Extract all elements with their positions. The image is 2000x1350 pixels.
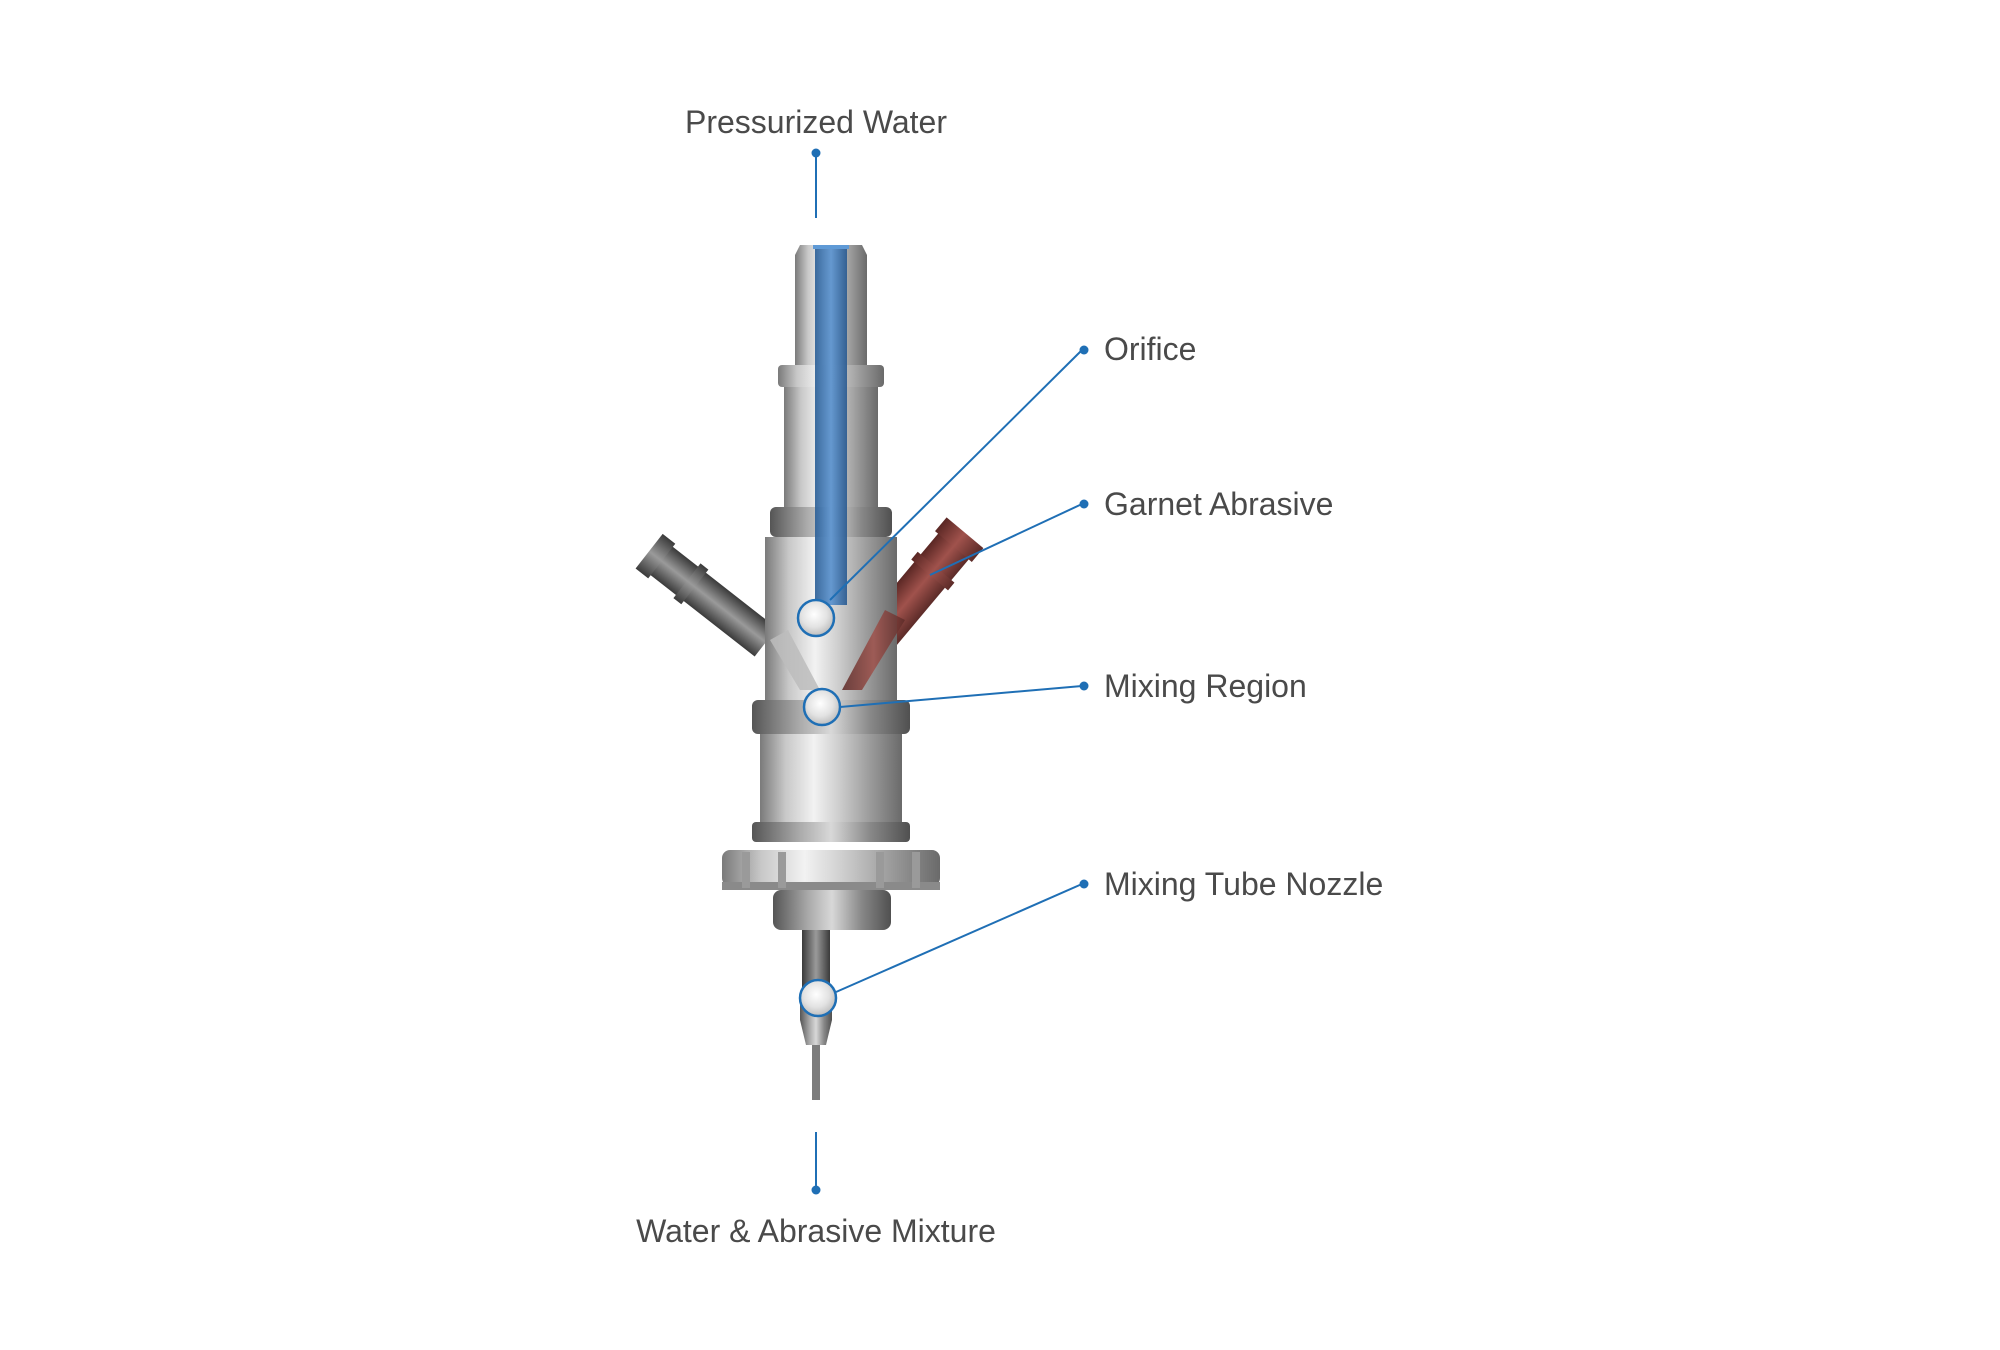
- collar-nut: [722, 850, 940, 930]
- bottom-dot-icon: [811, 1185, 821, 1195]
- label-water-abrasive-mixture: Water & Abrasive Mixture: [636, 1213, 996, 1249]
- orifice-ring-icon: [796, 598, 836, 638]
- mixing-region-dot-icon: [1079, 681, 1089, 691]
- label-garnet-abrasive: Garnet Abrasive: [1104, 486, 1334, 522]
- callout-line-mixing-region: [839, 685, 1083, 708]
- label-mixing-tube-nozzle: Mixing Tube Nozzle: [1104, 866, 1384, 902]
- label-pressurized-water: Pressurized Water: [685, 104, 947, 140]
- top-dot-icon: [811, 148, 821, 158]
- label-mixing-region: Mixing Region: [1104, 668, 1307, 704]
- left-inlet-tube: [635, 533, 777, 657]
- callout-line-orifice: [829, 349, 1083, 601]
- nozzle-ring-icon: [798, 978, 838, 1018]
- callout-line-nozzle: [835, 883, 1083, 993]
- main-body: [752, 537, 910, 842]
- mixing-region-ring-icon: [802, 687, 842, 727]
- callout-rings: [796, 598, 842, 1018]
- water-channel: [813, 245, 849, 605]
- label-orifice: Orifice: [1104, 331, 1197, 367]
- callout-line-garnet: [929, 503, 1083, 576]
- orifice-dot-icon: [1079, 345, 1089, 355]
- garnet-dot-icon: [1079, 499, 1089, 509]
- nozzle-dot-icon: [1079, 879, 1089, 889]
- callout-lines: [815, 155, 1083, 1188]
- callout-dots: [811, 148, 1089, 1195]
- abrasive-channels: [770, 610, 905, 690]
